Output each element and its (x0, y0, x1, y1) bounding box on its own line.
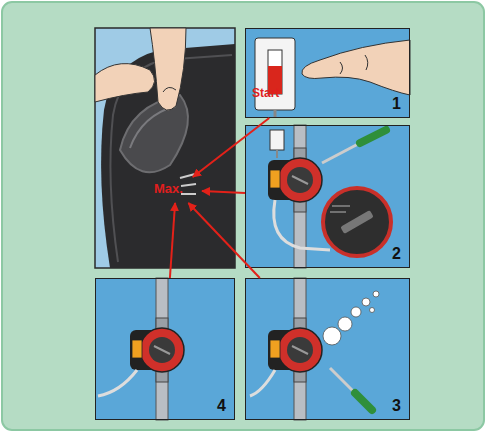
cable (276, 150, 278, 158)
scale-mark (181, 184, 196, 186)
pointer-arrow (202, 191, 245, 193)
cable (250, 370, 275, 396)
plate-lines (330, 211, 346, 213)
hand-thumb (95, 64, 155, 102)
plate-lines (332, 205, 350, 207)
knob-zoom (323, 188, 391, 256)
screwdriver-shaft (322, 143, 360, 163)
step-panel-fill (245, 278, 410, 420)
cable (274, 110, 277, 118)
control-knob (120, 95, 188, 172)
screwdriver-handle (355, 393, 372, 410)
air-bubble (338, 317, 352, 331)
air-bubble (362, 298, 370, 306)
screwdriver-handle (360, 130, 386, 143)
step-panel: 3 (245, 278, 410, 420)
step-panel-fill (245, 125, 410, 268)
pump (130, 318, 184, 382)
knob-slot (340, 210, 373, 234)
switch-plate (270, 130, 284, 150)
pointer-arrow (188, 203, 259, 278)
step-panel: Start 1 (245, 28, 410, 118)
air-bubble (351, 307, 361, 317)
callout-number: 3 (392, 397, 401, 415)
max-label: Max. (154, 182, 183, 196)
hand-finger (302, 40, 410, 95)
air-bubble (373, 291, 379, 297)
scale-mark (181, 193, 196, 195)
hand-finger (150, 28, 186, 110)
cable (98, 370, 137, 396)
air-bubble (370, 308, 375, 313)
start-label: Start (252, 87, 279, 100)
air-bubble (323, 327, 341, 345)
step-panel: 4 (95, 278, 235, 420)
step-panel-fill (95, 278, 235, 420)
fingernail (163, 87, 176, 92)
callout-number: 1 (392, 95, 401, 113)
callout-number: 2 (392, 245, 401, 263)
callout-number: 4 (217, 397, 226, 415)
step-panel: 2 (245, 125, 410, 268)
knuckle-lines (340, 55, 368, 74)
step-panel-fill (245, 28, 410, 118)
max-label-box: Max. (150, 177, 202, 203)
knob-highlight (130, 106, 176, 148)
scale-mark (180, 174, 195, 178)
zoom-panel (95, 28, 235, 268)
pointer-arrow (193, 118, 269, 177)
screwdriver-shaft (330, 368, 355, 393)
pump (268, 318, 322, 382)
pointer-arrow (170, 203, 175, 278)
